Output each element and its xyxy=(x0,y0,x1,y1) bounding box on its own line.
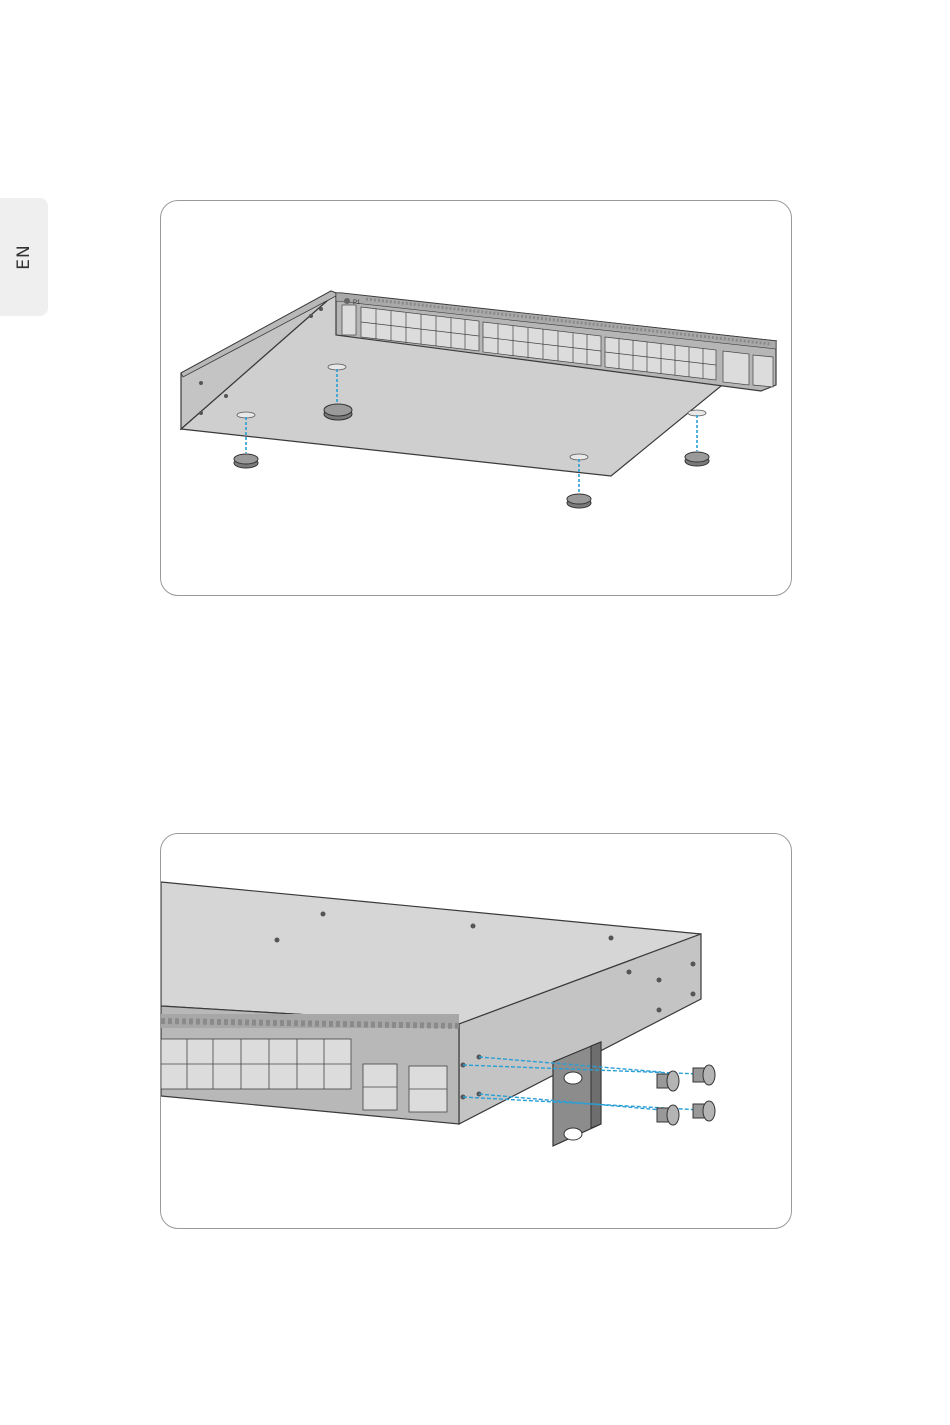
switch-bottom-illustration: P1 xyxy=(161,201,792,596)
rubber-foot xyxy=(567,494,591,508)
screw xyxy=(657,1105,679,1125)
switch-side-illustration xyxy=(161,834,792,1229)
rubber-foot xyxy=(324,404,352,420)
language-label: EN xyxy=(14,244,34,269)
screw xyxy=(693,1065,715,1085)
console-port xyxy=(342,305,356,335)
screw xyxy=(657,1071,679,1091)
screw xyxy=(693,1101,715,1121)
rubber-foot xyxy=(685,452,709,466)
device-label-p1: P1 xyxy=(353,300,361,306)
rack-bracket-figure xyxy=(160,833,792,1229)
sfp-ports xyxy=(723,351,773,387)
rj45-ports xyxy=(161,1039,351,1089)
rubber-foot xyxy=(234,454,258,468)
rubber-feet-figure: P1 xyxy=(160,200,792,596)
power-led xyxy=(344,298,350,304)
language-tab[interactable]: EN xyxy=(0,198,48,316)
